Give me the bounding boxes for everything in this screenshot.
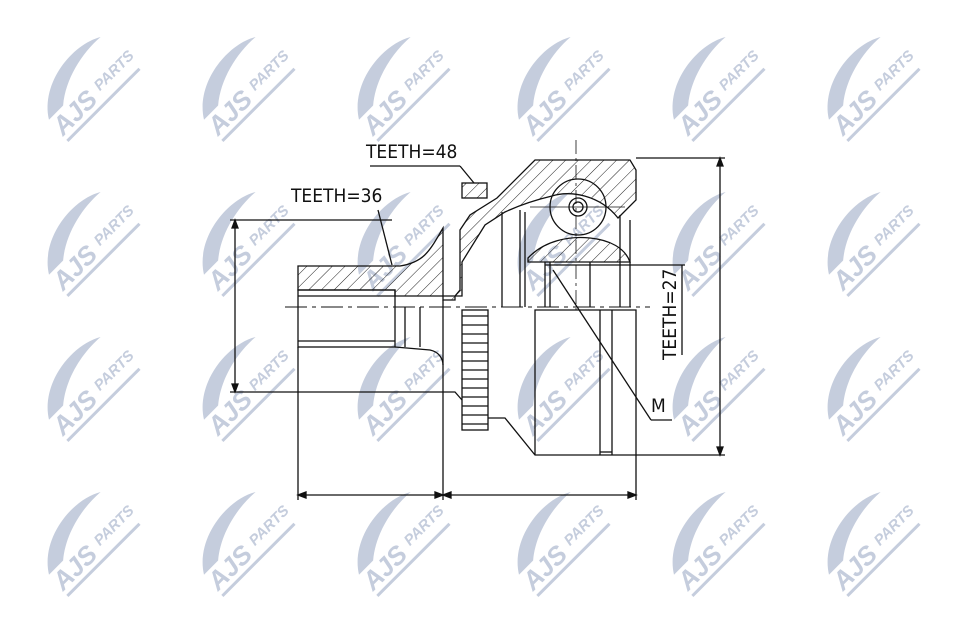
svg-text:PARTS: PARTS (401, 502, 448, 549)
svg-text:PARTS: PARTS (91, 202, 138, 249)
svg-text:PARTS: PARTS (561, 502, 608, 549)
svg-text:PARTS: PARTS (401, 347, 448, 394)
hatched-inner-race (527, 236, 631, 263)
svg-text:PARTS: PARTS (246, 202, 293, 249)
svg-text:PARTS: PARTS (246, 347, 293, 394)
svg-text:PARTS: PARTS (871, 202, 918, 249)
teeth-27-label: TEETH=27 (659, 269, 681, 361)
svg-text:PARTS: PARTS (561, 47, 608, 94)
svg-text:PARTS: PARTS (716, 47, 763, 94)
teeth-48-label: TEETH=48 (365, 141, 457, 163)
svg-text:PARTS: PARTS (246, 47, 293, 94)
svg-text:PARTS: PARTS (871, 47, 918, 94)
svg-text:PARTS: PARTS (91, 47, 138, 94)
teeth-36-label: TEETH=36 (290, 185, 382, 207)
svg-text:PARTS: PARTS (401, 47, 448, 94)
svg-text:PARTS: PARTS (716, 347, 763, 394)
thread-m-label: M (651, 395, 666, 417)
hatched-housing (297, 159, 637, 301)
shaft-bore (297, 289, 396, 348)
svg-text:PARTS: PARTS (91, 502, 138, 549)
svg-text:PARTS: PARTS (871, 502, 918, 549)
cv-joint-section (230, 140, 725, 500)
svg-text:PARTS: PARTS (871, 347, 918, 394)
svg-text:PARTS: PARTS (91, 347, 138, 394)
hatched-ring (461, 182, 488, 199)
svg-text:PARTS: PARTS (716, 202, 763, 249)
svg-text:PARTS: PARTS (246, 502, 293, 549)
svg-text:PARTS: PARTS (716, 502, 763, 549)
